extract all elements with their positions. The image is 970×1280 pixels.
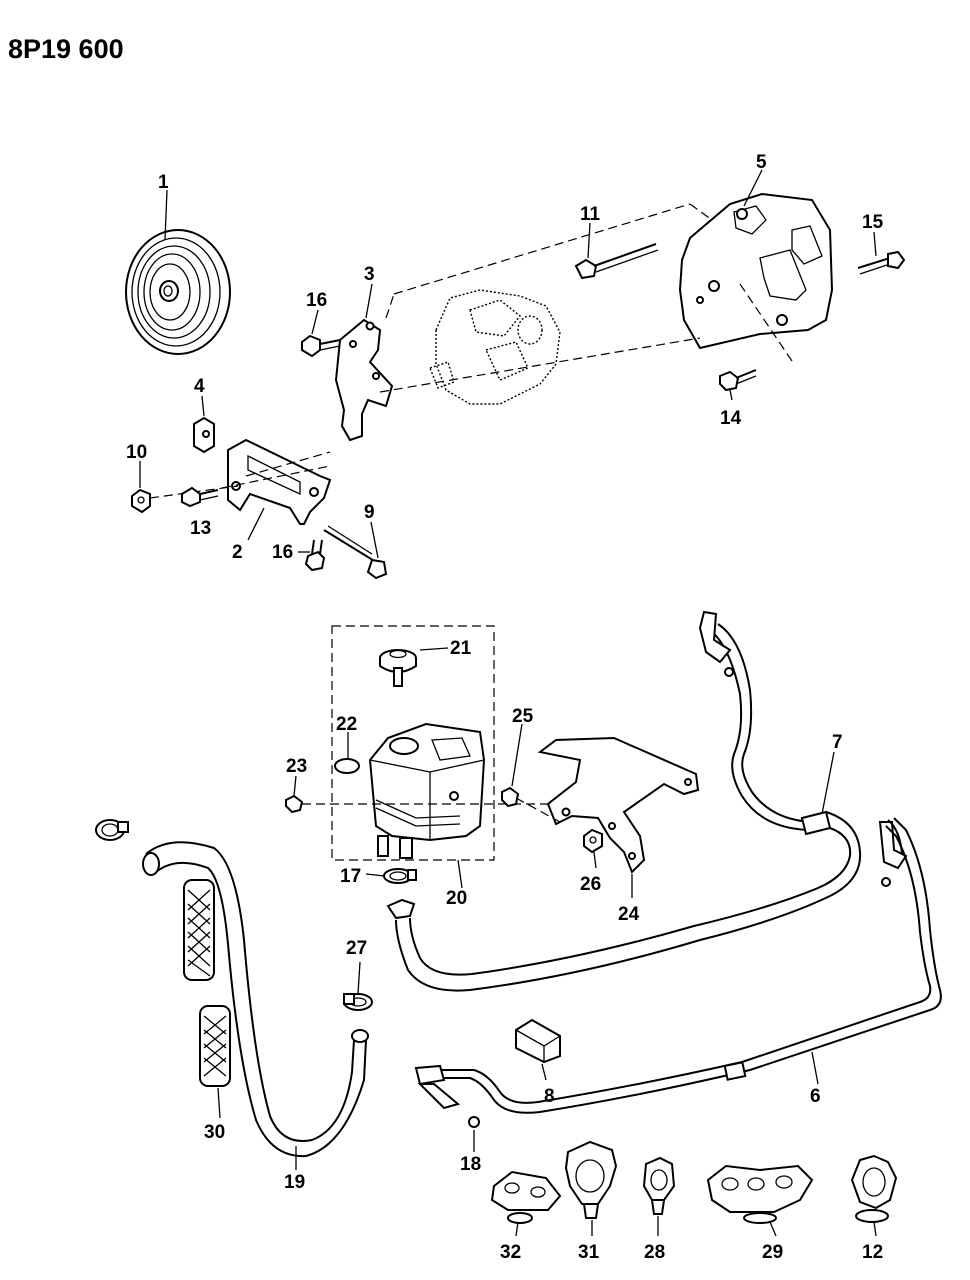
callout-4: 4: [194, 376, 205, 397]
callout-1: 1: [158, 172, 169, 193]
tube-clip-29[interactable]: [706, 1164, 814, 1224]
callout-3: 3: [364, 264, 375, 285]
washer[interactable]: [468, 1116, 480, 1128]
callout-10: 10: [126, 442, 147, 463]
callout-27: 27: [346, 938, 367, 959]
callout-13: 13: [190, 518, 211, 539]
lower-bracket[interactable]: [227, 438, 332, 525]
callout-11: 11: [580, 204, 601, 225]
tube-clip-32[interactable]: [490, 1170, 562, 1224]
callout-14: 14: [720, 408, 742, 429]
callout-2: 2: [232, 542, 243, 563]
tube-clip-28[interactable]: [642, 1156, 676, 1215]
reservoir-screw[interactable]: [285, 794, 304, 814]
reservoir-seal[interactable]: [334, 758, 360, 774]
reservoir-assembly-box: [331, 625, 495, 861]
rear-bracket[interactable]: [334, 318, 394, 442]
callout-31: 31: [578, 1242, 600, 1263]
callout-7: 7: [832, 732, 843, 753]
bolt-lower[interactable]: [304, 539, 326, 572]
bracket-bolt-lower[interactable]: [719, 369, 757, 392]
fluid-reservoir[interactable]: [368, 722, 486, 859]
callout-26: 26: [580, 874, 601, 895]
bracket-screw[interactable]: [501, 786, 561, 823]
reservoir-cap[interactable]: [379, 649, 417, 687]
tube-clip-31[interactable]: [564, 1140, 618, 1219]
callout-12: 12: [862, 1242, 883, 1263]
spacer-block[interactable]: [193, 416, 215, 454]
pulley[interactable]: [125, 229, 231, 355]
pump-mounting-bracket[interactable]: [678, 192, 834, 350]
callout-25: 25: [512, 706, 534, 727]
callout-5: 5: [756, 152, 767, 173]
callout-29: 29: [762, 1242, 783, 1263]
power-steering-pump-outline: [429, 289, 561, 405]
callout-32: 32: [500, 1242, 521, 1263]
hex-nut[interactable]: [131, 488, 151, 514]
reservoir-bracket[interactable]: [537, 736, 700, 874]
diagram-code: 8P19 600: [8, 34, 124, 64]
short-bolt[interactable]: [181, 486, 219, 508]
callout-15: 15: [862, 212, 884, 233]
callout-17: 17: [340, 866, 361, 887]
tube-clip-12[interactable]: [850, 1154, 898, 1223]
callout-21: 21: [450, 638, 472, 659]
callout-28: 28: [644, 1242, 665, 1263]
hose-clip-block[interactable]: [515, 1018, 561, 1064]
callout-18: 18: [460, 1154, 481, 1175]
hose-clamp-left[interactable]: [95, 819, 129, 841]
callout-16-lower: 16: [272, 542, 293, 563]
callout-19: 19: [284, 1172, 305, 1193]
callout-8: 8: [544, 1086, 555, 1107]
callout-30: 30: [204, 1122, 225, 1143]
hose-clamp-small[interactable]: [383, 868, 417, 884]
callout-6: 6: [810, 1086, 821, 1107]
bracket-nut[interactable]: [583, 828, 603, 854]
bolt-upper[interactable]: [301, 334, 341, 358]
callout-9: 9: [364, 502, 375, 523]
hose-clamp-mid[interactable]: [343, 993, 373, 1011]
callout-20: 20: [446, 888, 467, 909]
pressure-hose[interactable]: [386, 610, 862, 992]
long-stud-bolt[interactable]: [574, 243, 659, 280]
hose-protective-sleeve[interactable]: [183, 879, 231, 1087]
callout-24: 24: [618, 904, 640, 925]
callout-23: 23: [286, 756, 307, 777]
callout-22: 22: [336, 714, 357, 735]
return-line[interactable]: [414, 817, 942, 1114]
bracket-bolt-side[interactable]: [857, 250, 906, 275]
return-hose[interactable]: [142, 841, 369, 1158]
long-bolt[interactable]: [323, 525, 388, 580]
callout-16-upper: 16: [306, 290, 327, 311]
